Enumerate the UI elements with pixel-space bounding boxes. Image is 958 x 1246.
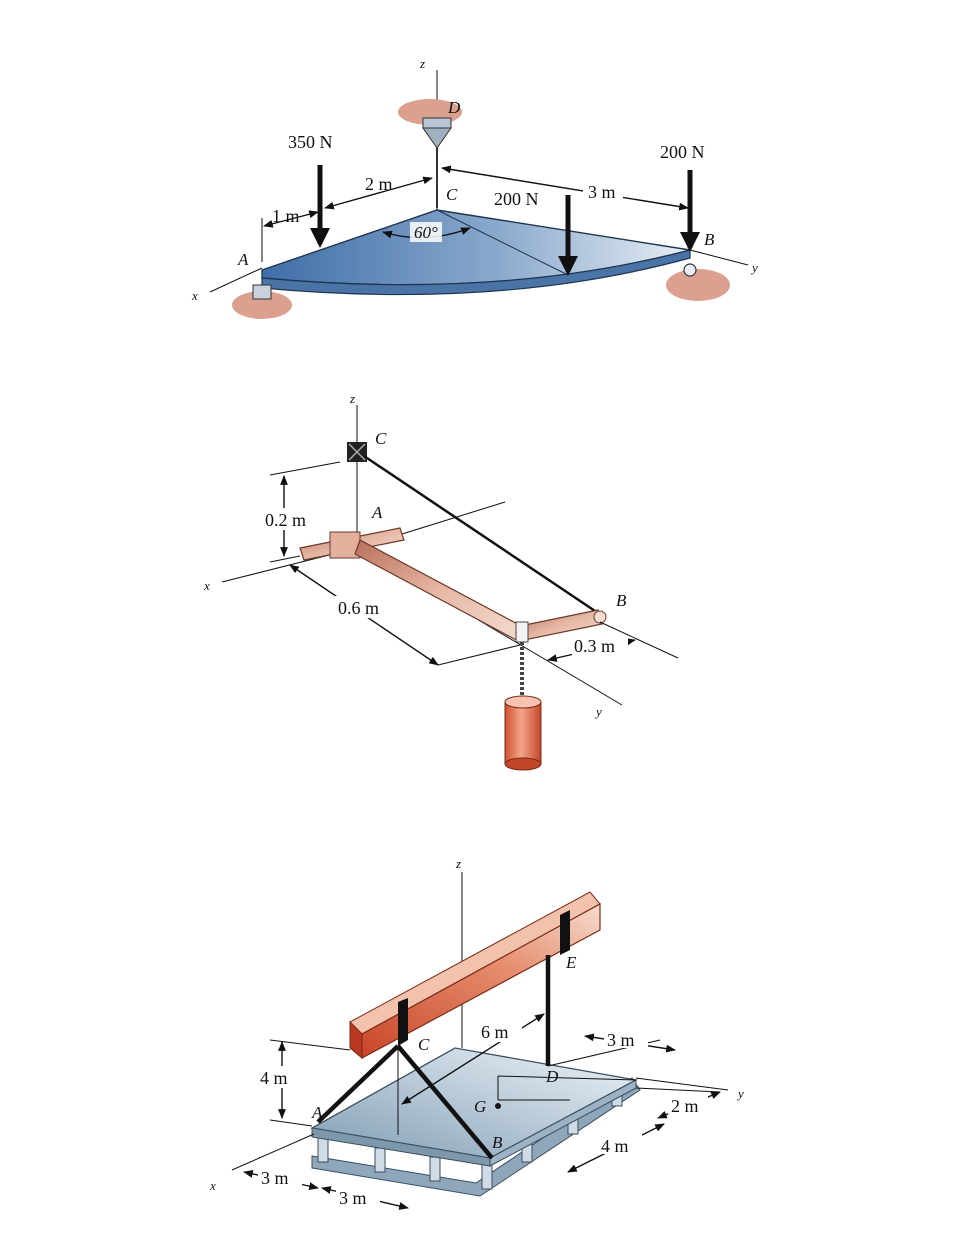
dim-label-1m: 1 m	[272, 206, 300, 226]
dim-label-03m: 0.3 m	[574, 636, 615, 656]
dim-label-3m: 3 m	[588, 182, 616, 202]
point-label-d-3: D	[545, 1067, 559, 1086]
dim-label-6m: 6 m	[481, 1022, 509, 1042]
strap-c	[398, 998, 408, 1046]
dim-label-4m-b: 4 m	[601, 1136, 629, 1156]
bearing-d-cone	[422, 127, 452, 149]
dim-label-06m: 0.6 m	[338, 598, 379, 618]
cylinder-weight	[504, 701, 542, 765]
dim-label-2m-bg	[668, 1094, 708, 1114]
x-axis-1	[209, 267, 263, 293]
y-axis-label-3: y	[736, 1086, 744, 1101]
cylinder-top	[504, 695, 542, 709]
angle-label: 60°	[414, 223, 438, 242]
x-axis-label-1: x	[191, 288, 198, 303]
dim-line-1m	[263, 210, 319, 228]
point-label-a-3: A	[311, 1103, 323, 1122]
bracket-c-mark	[348, 443, 366, 461]
support-a	[252, 284, 272, 300]
centroid-g	[495, 1103, 501, 1109]
point-label-b: B	[704, 230, 715, 249]
point-label-b-2: B	[616, 591, 627, 610]
y-axis-1	[689, 249, 749, 266]
pallet-bottom	[311, 1077, 641, 1197]
strap-e	[560, 910, 570, 955]
plate-edge	[261, 249, 691, 296]
point-label-b-3: B	[492, 1133, 503, 1152]
dim-label-3m-bg	[583, 180, 623, 202]
cable-cb	[363, 454, 599, 615]
z-axis-label-3: z	[455, 856, 461, 871]
dim-label-3m-b: 3 m	[339, 1188, 367, 1208]
hook-mount	[515, 621, 529, 643]
x-axis-3	[231, 1133, 315, 1171]
point-label-c-2: C	[375, 429, 387, 448]
y-axis-label-1: y	[750, 260, 758, 275]
dim-label-4m: 4 m	[260, 1068, 288, 1088]
support-blob-b	[666, 269, 730, 301]
dim-label-03m-bg	[572, 636, 628, 656]
post	[481, 1164, 493, 1190]
load-label-200-right: 200 N	[660, 142, 705, 162]
dim-ext-2m	[635, 1087, 721, 1093]
point-label-a: A	[237, 250, 249, 269]
dim-label-06m-bg	[335, 596, 391, 618]
angle-label-bg	[410, 222, 442, 242]
point-label-c: C	[446, 185, 458, 204]
dim-line-2m	[324, 176, 433, 210]
y-axis-label-2: y	[594, 704, 602, 719]
x-axis-label-3: x	[209, 1178, 216, 1193]
load-label-200-mid: 200 N	[494, 189, 539, 209]
dim-label-3m-top: 3 m	[607, 1030, 635, 1050]
post	[317, 1137, 329, 1163]
point-label-d: D	[447, 98, 461, 117]
beam-end	[349, 1020, 363, 1060]
z-axis-label-1: z	[419, 56, 425, 71]
dim-label-3m-a-bg	[258, 1166, 302, 1186]
figure-1-quarter-plate: z x y 350 N 200 N 200 N 1 m 2 m	[191, 56, 758, 319]
dim-label-4m-bg	[258, 1066, 302, 1088]
support-blob-a	[232, 291, 292, 319]
dim-label-3m-top-bg	[604, 1028, 648, 1048]
y-axis-3	[635, 1077, 729, 1091]
dim-label-02m-bg	[262, 508, 318, 530]
dim-ext-top-2	[269, 461, 341, 476]
point-label-g-3: G	[474, 1097, 486, 1116]
beam-top-flange	[349, 891, 601, 1035]
load-label-350: 350 N	[288, 132, 333, 152]
point-label-e-3: E	[565, 953, 577, 972]
radial-line	[436, 209, 569, 276]
figure-2-bent-rod: z x y 0.2 m 0.6 m	[203, 391, 679, 771]
post	[374, 1147, 386, 1173]
dim-label-6m-bg	[478, 1020, 522, 1042]
dim-ext-4m-bot	[269, 1119, 313, 1127]
dim-label-4m-b-bg	[598, 1134, 642, 1154]
dim-ext-06m	[437, 644, 521, 666]
point-label-a-2: A	[371, 503, 383, 522]
dim-label-2m: 2 m	[365, 174, 393, 194]
figure-3-pallet-lift: z	[209, 856, 744, 1210]
point-label-c-3: C	[418, 1035, 430, 1054]
dim-label-3m-b-bg	[336, 1186, 380, 1206]
cable-ca	[316, 1044, 400, 1124]
post	[429, 1156, 441, 1182]
dim-label-2m: 2 m	[671, 1096, 699, 1116]
support-b	[683, 263, 697, 277]
dim-line-3m	[441, 165, 689, 211]
z-axis-label-2: z	[349, 391, 355, 406]
cylinder-bottom	[504, 757, 542, 771]
dim-ext-03m	[599, 621, 679, 659]
x-axis-label-2: x	[203, 578, 210, 593]
dim-ext-bot-2	[269, 555, 301, 563]
rod-end-b	[593, 610, 607, 624]
dim-label-3m-a: 3 m	[261, 1168, 289, 1188]
dim-label-02m: 0.2 m	[265, 510, 306, 530]
bearing-d	[422, 117, 452, 129]
